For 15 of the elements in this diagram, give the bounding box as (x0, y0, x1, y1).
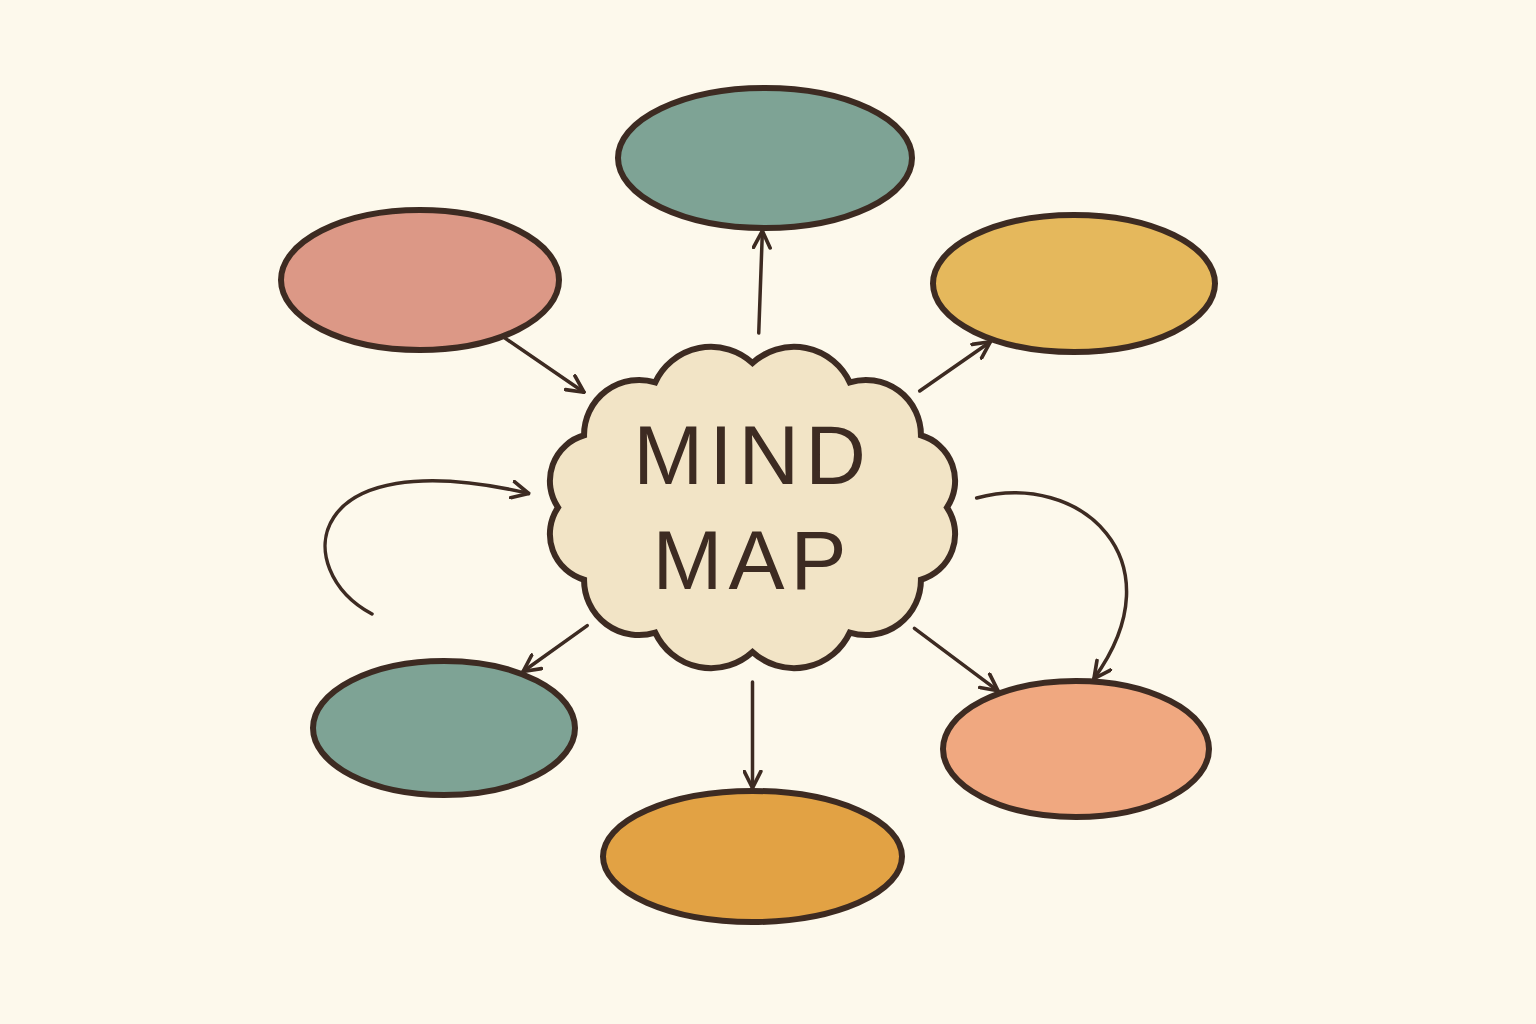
ellipse-node (600, 788, 905, 925)
node-title: MIND MAP (632, 406, 873, 609)
ellipse-node (278, 207, 562, 353)
ellipse-node (940, 678, 1212, 820)
ellipse-node (310, 658, 578, 798)
arrow (742, 680, 763, 790)
curved-arrow (974, 491, 1129, 681)
arrow (751, 229, 772, 335)
arrow (912, 626, 1000, 693)
ellipse-node (930, 212, 1218, 355)
ellipse-node (615, 85, 915, 231)
arrow (521, 623, 589, 674)
curved-arrow (323, 479, 531, 616)
arrow (503, 336, 586, 395)
arrow (917, 339, 993, 393)
